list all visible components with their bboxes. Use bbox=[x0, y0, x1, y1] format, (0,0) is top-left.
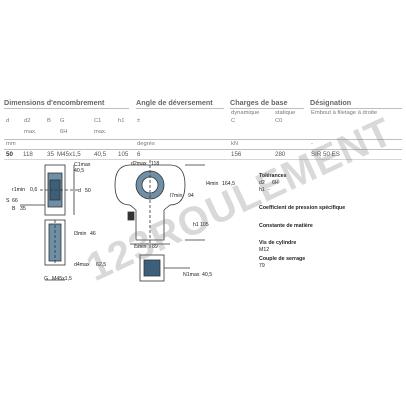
label-c1max: C1max bbox=[74, 162, 91, 168]
divider-dimensions bbox=[4, 108, 129, 109]
label-b-value: 35 bbox=[20, 206, 26, 212]
label-n1max-value: 40,5 bbox=[202, 272, 213, 278]
subheader-d: d bbox=[6, 118, 10, 124]
label-tolerances: Tolérances bbox=[259, 173, 287, 179]
divider-charges bbox=[230, 108, 304, 109]
cell-angle: 6 bbox=[137, 151, 141, 158]
cell-statique: 280 bbox=[275, 151, 286, 158]
label-l5min: l5min bbox=[134, 244, 147, 250]
subheader-embout: Embout à filetage à droite bbox=[311, 110, 378, 116]
label-n1max: N1max bbox=[183, 272, 200, 278]
label-l4min: l4min bbox=[206, 181, 219, 187]
divider-units bbox=[4, 149, 402, 150]
divider-angle bbox=[136, 108, 224, 109]
label-pression: Coefficient de pression spécifique bbox=[259, 205, 346, 211]
cell-c1: 40,5 bbox=[94, 151, 107, 158]
threaded-shank-view bbox=[44, 219, 66, 281]
label-couple: Couple de serrage bbox=[259, 256, 306, 262]
label-l3min: l3min bbox=[74, 231, 87, 237]
subheader-dynamique-c: C bbox=[231, 118, 236, 124]
unit-dash: - bbox=[311, 141, 313, 147]
cell-dynamique: 156 bbox=[231, 151, 242, 158]
label-d2-tolerance: d2 bbox=[259, 180, 265, 186]
rod-end-bottom-view bbox=[139, 254, 190, 282]
cell-b: 35 bbox=[47, 151, 54, 158]
bearing-side-view bbox=[20, 164, 80, 216]
label-c1max-value: 40,5 bbox=[74, 168, 85, 174]
subheader-h1: h1 bbox=[118, 118, 125, 124]
rod-end-front-view bbox=[114, 160, 205, 250]
cell-g: M45x1,5 bbox=[57, 151, 81, 158]
label-l3min-value: 46 bbox=[90, 231, 96, 237]
label-g: G bbox=[44, 276, 49, 282]
divider-subheaders bbox=[4, 139, 402, 140]
label-h1-dash: - bbox=[268, 187, 270, 193]
label-d4max: d4max bbox=[74, 262, 90, 268]
label-l7min-value: 94 bbox=[188, 193, 194, 199]
subheader-c1: C1 bbox=[94, 118, 102, 124]
divider-row bbox=[4, 159, 402, 160]
label-h1-tolerance: h1 bbox=[259, 187, 265, 193]
unit-degres: degrés bbox=[137, 141, 155, 147]
label-b: B bbox=[12, 206, 16, 212]
divider-designation bbox=[310, 108, 402, 109]
subheader-c1-max: max. bbox=[94, 129, 107, 135]
subheader-statique-c0: C0 bbox=[275, 118, 283, 124]
label-d-value: 50 bbox=[85, 188, 91, 194]
label-l7min: l7min bbox=[170, 193, 183, 199]
label-d4max-value: 62,5 bbox=[96, 262, 107, 268]
subheader-d2: d2 bbox=[24, 118, 31, 124]
label-d: d bbox=[78, 188, 81, 194]
subheader-dynamique: dynamique bbox=[231, 110, 260, 116]
label-s: S bbox=[6, 198, 10, 204]
cell-d: 50 bbox=[6, 151, 13, 158]
subheader-pm: ± bbox=[137, 118, 141, 124]
unit-kn: kN bbox=[231, 141, 239, 147]
cell-designation: SIR 50 ES bbox=[311, 151, 340, 158]
label-d2max: d2max bbox=[131, 161, 147, 167]
unit-mm: mm bbox=[6, 141, 16, 147]
label-s-value: 66 bbox=[12, 198, 18, 204]
label-couple-value: 79 bbox=[259, 263, 265, 269]
header-charges: Charges de base bbox=[230, 98, 288, 107]
cell-h1: 105 bbox=[118, 151, 129, 158]
subheader-d2-max: max. bbox=[24, 129, 37, 135]
header-angle: Angle de déversement bbox=[136, 98, 213, 107]
label-matiere: Constante de matière bbox=[259, 223, 313, 229]
cell-d2: 118 bbox=[23, 151, 33, 158]
subheader-statique: statique bbox=[275, 110, 296, 116]
header-dimensions: Dimensions d'encombrement bbox=[4, 98, 105, 107]
label-d2max-value: 118 bbox=[151, 161, 160, 167]
label-l4min-value: 164,5 bbox=[222, 181, 235, 187]
label-r1min: r1min bbox=[12, 187, 25, 193]
label-vis-value: M12 bbox=[259, 247, 270, 253]
label-h1-value: 105 bbox=[200, 222, 209, 228]
subheader-b: B bbox=[47, 118, 51, 124]
label-h1: h1 bbox=[193, 222, 199, 228]
subheader-g: G bbox=[60, 118, 65, 124]
subheader-g-6h: 6H bbox=[60, 129, 68, 135]
header-designation: Désignation bbox=[310, 98, 352, 107]
label-tolerance-6h: 6H bbox=[272, 180, 279, 186]
label-g-value: M45x1,5 bbox=[52, 276, 72, 282]
label-vis: Vis de cylindre bbox=[259, 240, 297, 246]
technical-drawing bbox=[20, 160, 205, 282]
label-l5min-value: 89 bbox=[152, 244, 158, 250]
label-r1min-value: 0,6 bbox=[30, 187, 38, 193]
